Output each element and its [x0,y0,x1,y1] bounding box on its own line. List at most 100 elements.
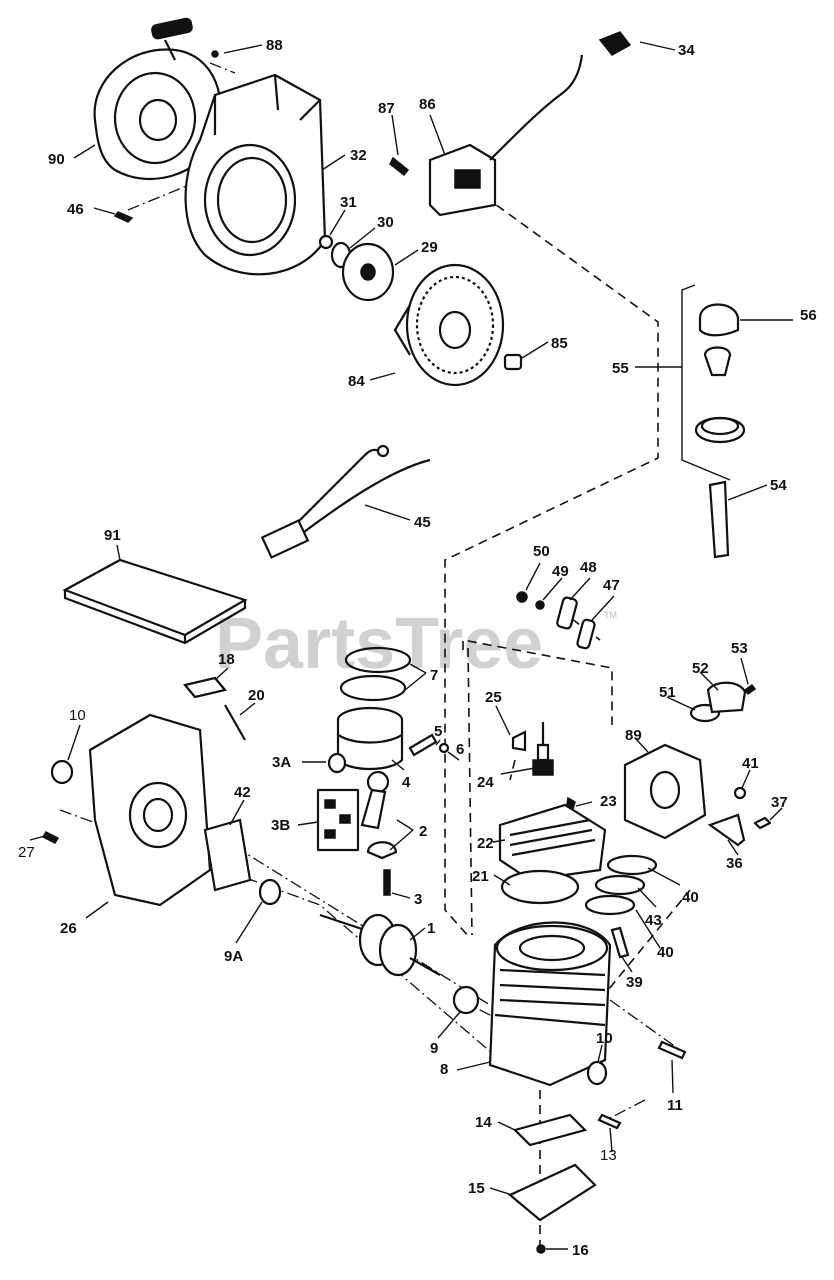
recoil-starter-90 [93,17,222,180]
needle-bearings-3B [316,788,360,852]
cylinder-head-22 [498,803,607,882]
watermark-tm: TM [604,610,617,620]
screw-3 [383,869,391,896]
label-43: 43 [645,912,662,929]
label-42: 42 [234,784,251,801]
label-6: 6 [456,741,464,758]
seal-10-b [586,1060,608,1086]
gasket-40-b [584,894,636,916]
gasket-40-a [606,854,658,876]
label-52: 52 [692,660,709,677]
label-29: 29 [421,239,438,256]
gasket-21 [500,869,580,905]
label-25: 25 [485,689,502,706]
wire-harness-45 [260,444,431,559]
part-18 [183,676,227,699]
gasket-42 [203,818,252,892]
label-55: 55 [612,360,629,377]
crankcase-cover-26 [88,713,212,907]
label-14: 14 [475,1114,492,1131]
label-24: 24 [477,774,494,791]
stud-39 [610,926,630,959]
bearing-9A [258,878,282,906]
label-26: 26 [60,920,77,937]
ignition-module-86 [428,31,632,217]
screw-50 [516,591,528,603]
label-39: 39 [626,974,643,991]
label-4: 4 [402,774,411,791]
label-36: 36 [726,855,743,872]
label-89: 89 [625,727,642,744]
part-labels: 88 34 90 32 87 86 46 31 30 29 56 85 84 5… [18,37,817,1259]
label-7: 7 [430,667,438,684]
gasket-48 [556,596,578,630]
plate-15 [507,1163,597,1222]
clip-41 [733,786,747,800]
flywheel-84 [393,263,505,387]
stud-11 [657,1040,687,1060]
label-21: 21 [472,868,489,885]
label-51: 51 [659,684,676,701]
label-41: 41 [742,755,759,772]
label-8: 8 [440,1061,448,1078]
label-3: 3 [414,891,422,908]
gasket-14 [512,1113,588,1147]
label-53: 53 [731,640,748,657]
label-87: 87 [378,100,395,117]
washer-49 [535,600,545,610]
label-56: 56 [800,307,817,324]
stud-13 [597,1113,622,1130]
label-13: 13 [600,1147,617,1164]
screw-27 [41,831,60,844]
label-45: 45 [414,514,431,531]
label-3B: 3B [271,817,290,834]
crankshaft-1 [319,913,441,977]
label-85: 85 [551,335,568,352]
spring-37 [753,816,772,830]
clip-6 [438,742,450,754]
label-40-b: 40 [657,944,674,961]
label-86: 86 [419,96,436,113]
label-31: 31 [340,194,357,211]
label-3A: 3A [272,754,291,771]
label-10-b: 10 [596,1030,613,1047]
clip-25 [511,730,527,752]
label-54: 54 [770,477,787,494]
leader-lines [29,41,793,1250]
key-85 [503,353,523,371]
label-22: 22 [477,835,494,852]
piston-4 [336,706,404,770]
piston-rings-7 [339,646,412,702]
label-88: 88 [266,37,283,54]
label-23: 23 [600,793,617,810]
label-37: 37 [771,794,788,811]
screw-88 [211,50,219,58]
connecting-rod-2 [360,770,398,860]
spark-plug-24 [532,722,554,776]
blower-housing-32 [184,73,327,276]
bearing-3A [327,752,347,774]
label-40-a: 40 [682,889,699,906]
label-5: 5 [434,723,442,740]
label-50: 50 [533,543,550,560]
label-48: 48 [580,559,597,576]
label-1: 1 [427,920,435,937]
screw-16 [536,1244,546,1254]
wrist-pin-5 [408,733,438,757]
starter-cup-29 [341,242,395,302]
label-47: 47 [603,577,620,594]
label-20: 20 [248,687,265,704]
lever-36 [707,813,746,847]
label-27: 27 [18,844,35,861]
label-10-a: 10 [69,707,86,724]
label-18: 18 [218,651,235,668]
label-32: 32 [350,147,367,164]
label-16: 16 [572,1242,589,1259]
label-9A: 9A [224,948,243,965]
carburetor-89 [623,743,707,840]
label-49: 49 [552,563,569,580]
screw-53 [743,683,757,696]
nut-31 [318,234,334,250]
label-91: 91 [104,527,121,544]
